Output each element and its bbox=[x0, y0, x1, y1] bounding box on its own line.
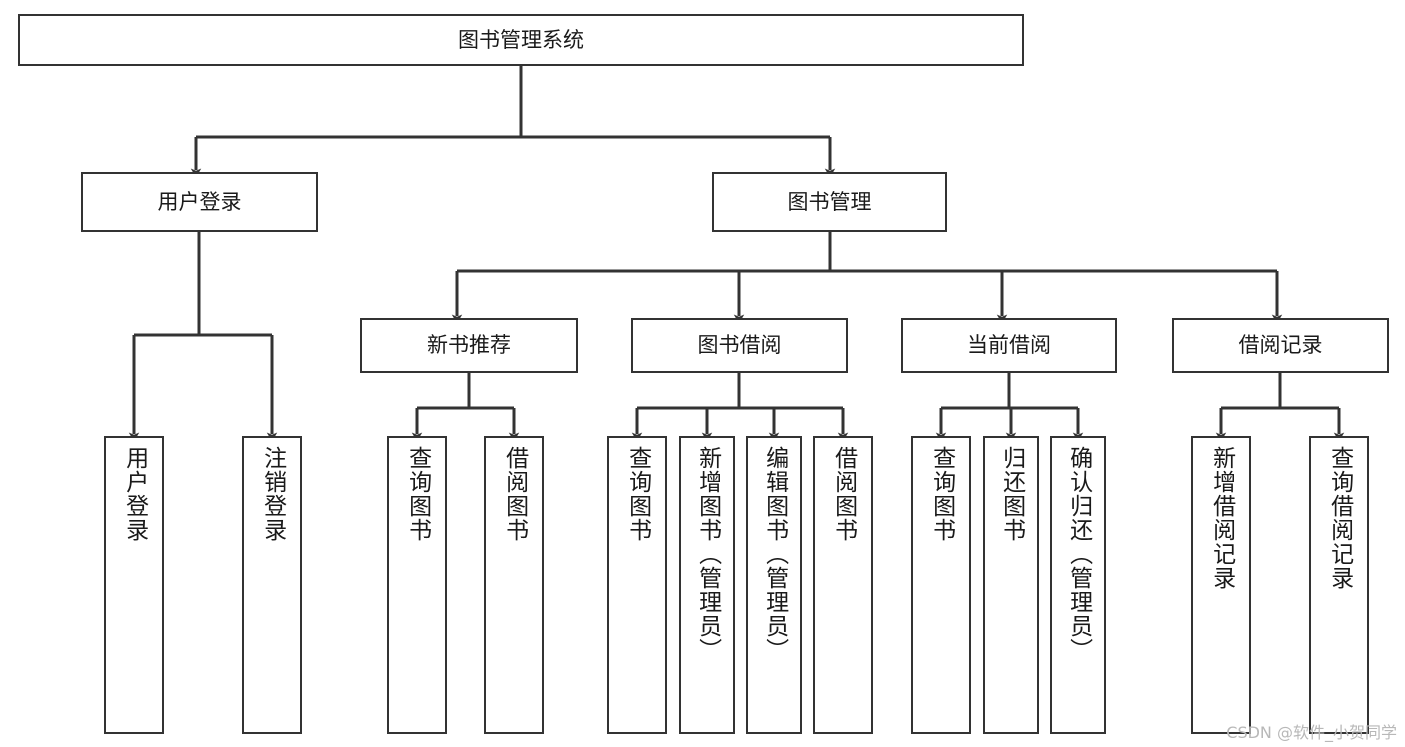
node-book-management[interactable]: 图书管理 bbox=[712, 172, 947, 232]
leaf-query-borrow-record[interactable]: 查询借阅记录 bbox=[1309, 436, 1369, 734]
leaf-user-login[interactable]: 用户登录 bbox=[104, 436, 164, 734]
leaf-add-borrow-record[interactable]: 新增借阅记录 bbox=[1191, 436, 1251, 734]
node-new-book-recommend[interactable]: 新书推荐 bbox=[360, 318, 578, 373]
leaf-return-book-label: 归还图书 bbox=[998, 446, 1025, 542]
leaf-query-book-3[interactable]: 查询图书 bbox=[911, 436, 971, 734]
leaf-user-login-label: 用户登录 bbox=[121, 446, 148, 542]
node-current-borrow[interactable]: 当前借阅 bbox=[901, 318, 1117, 373]
node-borrow-record-label: 借阅记录 bbox=[1238, 333, 1323, 358]
node-root-label: 图书管理系统 bbox=[458, 27, 584, 52]
leaf-confirm-return-admin[interactable]: 确认归还（管理员） bbox=[1050, 436, 1106, 734]
leaf-confirm-return-admin-label: 确认归还（管理员） bbox=[1065, 446, 1092, 662]
leaf-query-book-3-label: 查询图书 bbox=[928, 446, 955, 542]
node-book-borrow-label: 图书借阅 bbox=[697, 333, 782, 358]
leaf-borrow-book-2-label: 借阅图书 bbox=[830, 446, 857, 542]
leaf-query-book-2-label: 查询图书 bbox=[624, 446, 651, 542]
leaf-edit-book-admin-label: 编辑图书（管理员） bbox=[761, 446, 788, 662]
watermark: CSDN @软件_小贺同学 bbox=[1226, 723, 1397, 742]
connector-paths bbox=[128, 66, 1345, 442]
node-book-borrow[interactable]: 图书借阅 bbox=[631, 318, 848, 373]
node-user-login[interactable]: 用户登录 bbox=[81, 172, 318, 232]
leaf-return-book[interactable]: 归还图书 bbox=[983, 436, 1039, 734]
leaf-logout-label: 注销登录 bbox=[259, 446, 286, 542]
node-user-login-label: 用户登录 bbox=[157, 189, 242, 214]
node-current-borrow-label: 当前借阅 bbox=[967, 333, 1051, 358]
leaf-query-book-1[interactable]: 查询图书 bbox=[387, 436, 447, 734]
leaf-add-borrow-record-label: 新增借阅记录 bbox=[1208, 446, 1235, 590]
leaf-borrow-book-1-label: 借阅图书 bbox=[501, 446, 528, 542]
leaf-add-book-admin-label: 新增图书（管理员） bbox=[694, 446, 721, 662]
node-new-book-recommend-label: 新书推荐 bbox=[427, 333, 511, 358]
node-root[interactable]: 图书管理系统 bbox=[18, 14, 1024, 66]
leaf-query-book-2[interactable]: 查询图书 bbox=[607, 436, 667, 734]
leaf-logout[interactable]: 注销登录 bbox=[242, 436, 302, 734]
node-borrow-record[interactable]: 借阅记录 bbox=[1172, 318, 1389, 373]
leaf-borrow-book-1[interactable]: 借阅图书 bbox=[484, 436, 544, 734]
leaf-borrow-book-2[interactable]: 借阅图书 bbox=[813, 436, 873, 734]
leaf-query-borrow-record-label: 查询借阅记录 bbox=[1326, 446, 1353, 590]
node-book-management-label: 图书管理 bbox=[787, 189, 872, 214]
leaf-query-book-1-label: 查询图书 bbox=[404, 446, 431, 542]
leaf-edit-book-admin[interactable]: 编辑图书（管理员） bbox=[746, 436, 802, 734]
leaf-add-book-admin[interactable]: 新增图书（管理员） bbox=[679, 436, 735, 734]
